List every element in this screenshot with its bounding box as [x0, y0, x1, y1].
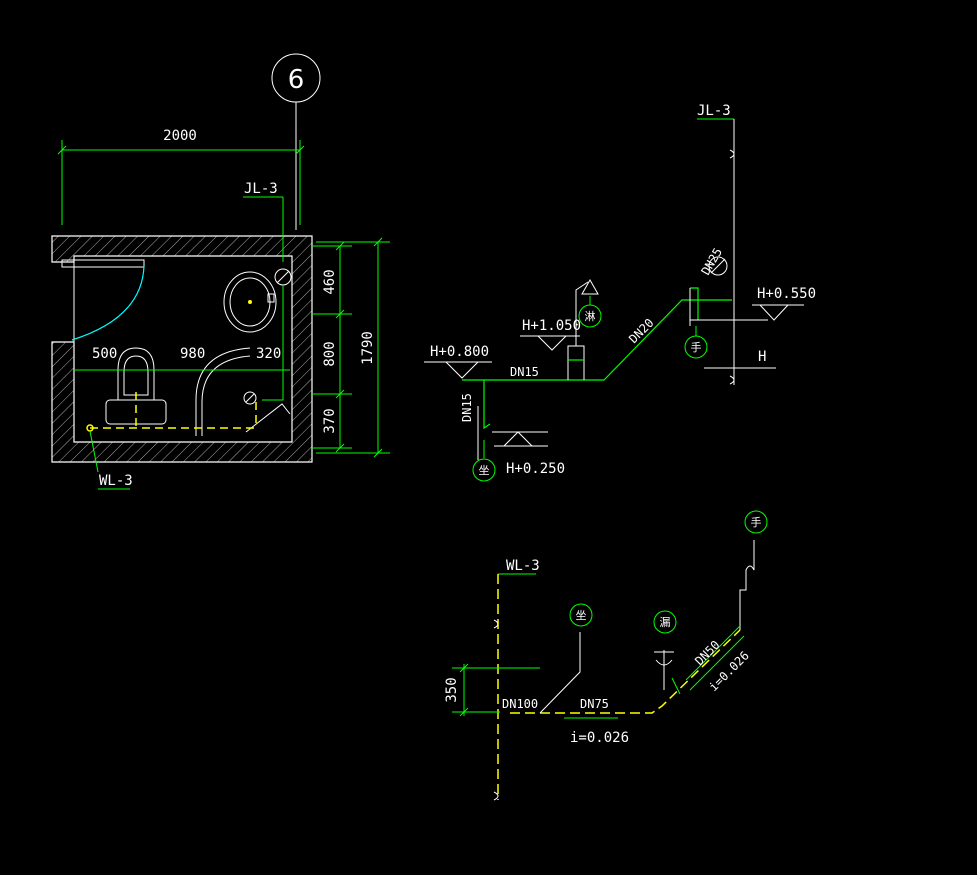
dim-460-label: 460	[322, 269, 338, 294]
plan-riser-label: JL-3	[244, 181, 278, 197]
room-inner	[73, 255, 293, 443]
elev-0250-label: H+0.250	[506, 461, 565, 477]
axis-number: 6	[288, 65, 305, 95]
fixture-tag-basin: 手	[684, 326, 708, 359]
dim-left-label: 500	[92, 346, 117, 362]
supply-riser-label: JL-3	[697, 103, 731, 119]
dim-1790-label: 1790	[360, 331, 376, 365]
supply-valve-icon	[708, 256, 728, 276]
elevation-markers	[424, 304, 804, 447]
drain-system: WL-3 350 DN100 DN75 i=0.026 DN50 i=0.026…	[444, 510, 768, 801]
pipe-dn15-v-label: DN15	[460, 393, 474, 422]
svg-text:手: 手	[691, 340, 702, 354]
pipe-dn75-label: DN75	[580, 697, 609, 711]
wash-basin	[223, 271, 277, 333]
shower-area	[195, 347, 291, 436]
supply-branch-toilet	[483, 380, 491, 430]
plan-drain-label: WL-3	[99, 473, 133, 489]
pipe-dn25-label: DN25	[698, 245, 725, 277]
supply-main-pipe	[462, 299, 732, 381]
pipe-dn15-h-label: DN15	[510, 365, 539, 379]
plan-supply-pipe	[262, 285, 284, 401]
dim-right-label: 320	[256, 346, 281, 362]
drain-stack-label: WL-3	[506, 558, 540, 574]
fixture-tag-shower: 淋	[578, 296, 602, 328]
door	[61, 259, 145, 341]
dimension-width	[57, 140, 305, 225]
plan-drain-pipe	[90, 392, 257, 429]
dim-350-label: 350	[444, 677, 460, 702]
dim-800-label: 800	[322, 341, 338, 366]
fixture-tag-toilet: 坐	[472, 440, 496, 482]
drain-tag-floor-drain: 漏	[653, 610, 677, 634]
drain-branch-basin	[739, 540, 755, 630]
dim-mid-label: 980	[180, 346, 205, 362]
pipe-dn50-label: DN50	[692, 638, 722, 668]
drain-branch-toilet	[539, 632, 581, 714]
elev-0800-label: H+0.800	[430, 344, 489, 360]
dimension-350	[452, 663, 540, 717]
supply-system: JL-3 DN25 H+0.800 H+1.050 H+0.250	[424, 103, 816, 482]
drain-branch-floor	[654, 650, 674, 690]
dim-370-label: 370	[322, 408, 338, 433]
svg-text:手: 手	[751, 515, 762, 529]
svg-text:坐: 坐	[576, 609, 587, 622]
drain-horizontal-pipe	[510, 629, 741, 714]
supply-branch-basin	[690, 287, 699, 320]
svg-text:坐: 坐	[479, 464, 490, 477]
pipe-dn100-label: DN100	[502, 697, 538, 711]
drain-tag-basin: 手	[744, 510, 768, 534]
slope-horizontal-label: i=0.026	[570, 730, 629, 746]
dimension-right	[312, 237, 390, 458]
elev-h-label: H	[758, 349, 766, 365]
drain-tag-toilet: 坐	[569, 603, 593, 627]
svg-text:漏: 漏	[660, 616, 671, 629]
dim-width-label: 2000	[163, 128, 197, 144]
supply-branch-shower	[567, 281, 589, 380]
svg-text:淋: 淋	[585, 310, 596, 323]
elev-1050-label: H+1.050	[522, 318, 581, 334]
bathroom-plan: 6 2000 JL-3	[51, 53, 390, 490]
elev-0550-label: H+0.550	[757, 286, 816, 302]
